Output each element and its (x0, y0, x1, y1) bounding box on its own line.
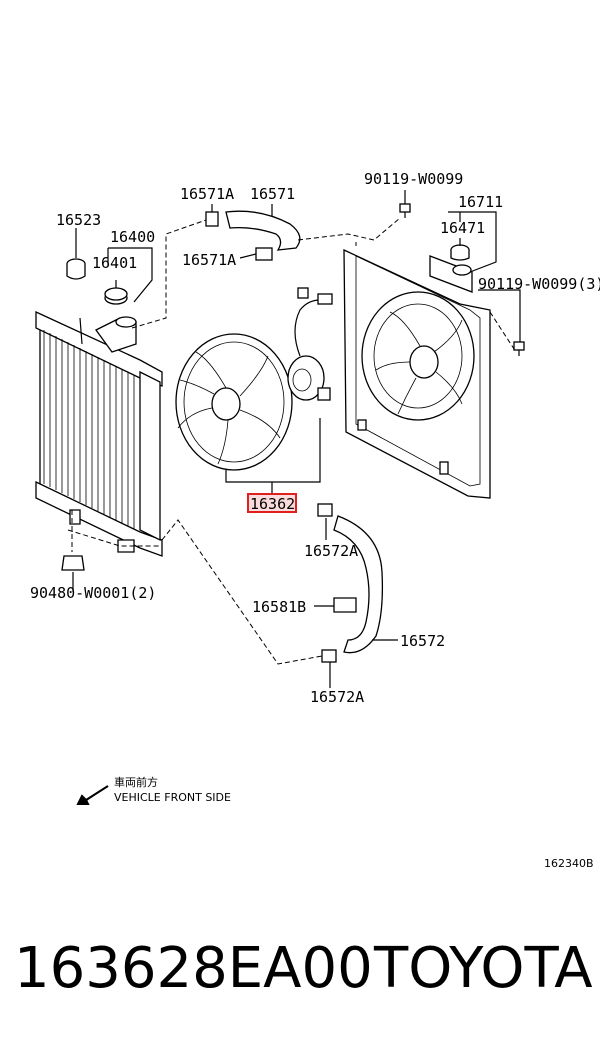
callout-90119-right: 90119-W0099(3) (478, 275, 600, 293)
leader-lines (67, 190, 521, 688)
radiator-cap-16523 (66, 240, 86, 280)
callout-16523: 16523 (56, 211, 101, 229)
part-number: 163628EA00 (14, 936, 373, 1001)
callout-16471: 16471 (440, 219, 485, 237)
radiator-fan-parts-diagram: 16523 16400 16401 16571A 16571 16571A 90… (30, 170, 600, 870)
direction-label-en: VEHICLE FRONT SIDE (114, 791, 231, 804)
bolt-90119-right (513, 341, 525, 356)
fan-motor-drawing (287, 287, 333, 401)
highlight-box (247, 493, 297, 513)
callout-16571A-top: 16571A (180, 185, 234, 203)
reservoir-cap-16471 (450, 244, 470, 261)
direction-label-jp: 車両前方 (114, 775, 158, 789)
radiator-drawing (35, 291, 163, 557)
callout-16571A-mid: 16571A (182, 251, 236, 269)
callout-90480: 90480-W0001(2) (30, 584, 156, 602)
fan-shroud-drawing (343, 248, 491, 499)
callout-16571: 16571 (250, 185, 295, 203)
radiator-core-fins (43, 330, 135, 529)
callout-16362: 16362 (250, 495, 295, 513)
reservoir-cap-16401 (104, 287, 128, 301)
callout-90119-top: 90119-W0099 (364, 170, 463, 188)
callout-16400: 16400 (110, 228, 155, 246)
callout-16711: 16711 (458, 193, 503, 211)
part-footer: 163628EA00 TOYOTA (0, 930, 600, 1020)
upper-hose-16571 (205, 210, 301, 261)
bolt-90119-top (399, 203, 411, 218)
highlighted-callout-16362: 16362 (247, 493, 297, 513)
vehicle-front-indicator: 車両前方 VEHICLE FRONT SIDE (76, 775, 231, 805)
callout-16572A-bottom: 16572A (310, 688, 364, 706)
callout-16401: 16401 (92, 254, 137, 272)
brand-name: TOYOTA (374, 936, 593, 1001)
callout-16581B: 16581B (252, 598, 306, 616)
radiator-support-cushion (61, 555, 85, 584)
callout-16572: 16572 (400, 632, 445, 650)
lower-hose-16572 (317, 503, 384, 663)
callout-16572A-top: 16572A (304, 542, 358, 560)
fan-drawing (175, 333, 293, 471)
figure-id: 162340B (544, 857, 594, 870)
